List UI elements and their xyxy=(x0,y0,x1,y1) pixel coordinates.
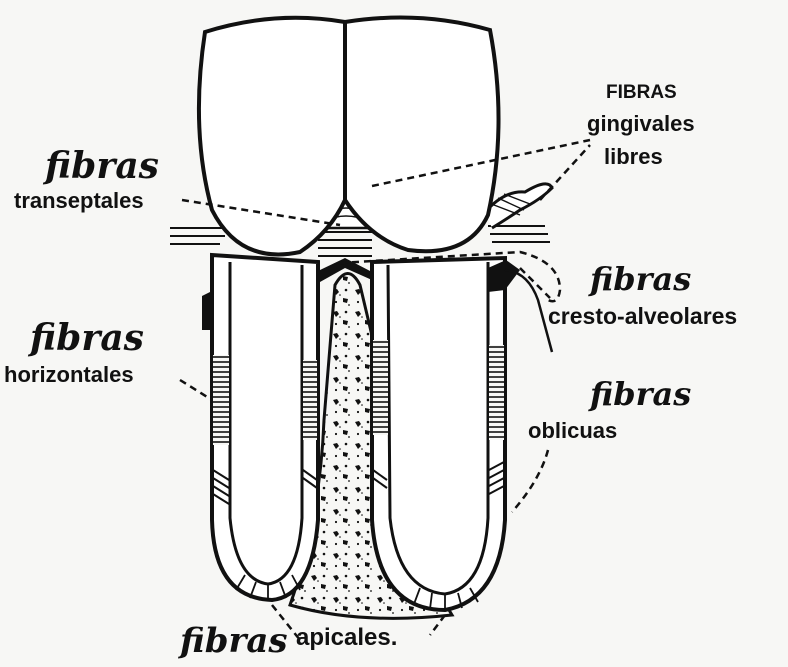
transeptal-fibers-script: fibras xyxy=(42,145,159,187)
transeptal-fibers xyxy=(318,232,372,256)
crest-fibers-label: cresto-alveolares xyxy=(548,303,737,329)
crest-fibers-script: fibras xyxy=(588,260,691,298)
right-cresto-alveolar-fiber xyxy=(505,270,552,352)
leader-horizontal xyxy=(180,380,212,400)
apical-fibers-script: fibras xyxy=(177,621,288,661)
right-gingiva-hatching xyxy=(488,226,550,242)
left-crown xyxy=(199,18,345,255)
horizontal-fibers-label: horizontales xyxy=(4,362,134,387)
right-root xyxy=(372,258,505,610)
apical-fibers-label: apicales. xyxy=(296,624,397,651)
horizontal-fibers-septum-left xyxy=(303,360,317,440)
horizontal-fibers-septum-right xyxy=(373,340,388,435)
gingival-fibers-line2: libres xyxy=(604,144,663,169)
gingival-fibers-heading: FIBRAS xyxy=(606,82,677,103)
gingival-fibers-line1: gingivales xyxy=(587,111,695,136)
right-crown xyxy=(345,18,499,252)
leader-oblique xyxy=(512,450,548,512)
left-alveolar-crest xyxy=(202,290,214,330)
horizontal-fibers-script: fibras xyxy=(27,317,144,359)
horizontal-fibers-left xyxy=(213,355,229,445)
oblique-fibers-label: oblicuas xyxy=(528,418,617,443)
left-gingiva-hatching xyxy=(170,228,225,244)
oblique-fibers-script: fibras xyxy=(588,375,691,413)
transeptal-fibers-label: transeptales xyxy=(14,188,144,213)
horizontal-fibers-right xyxy=(489,345,504,440)
